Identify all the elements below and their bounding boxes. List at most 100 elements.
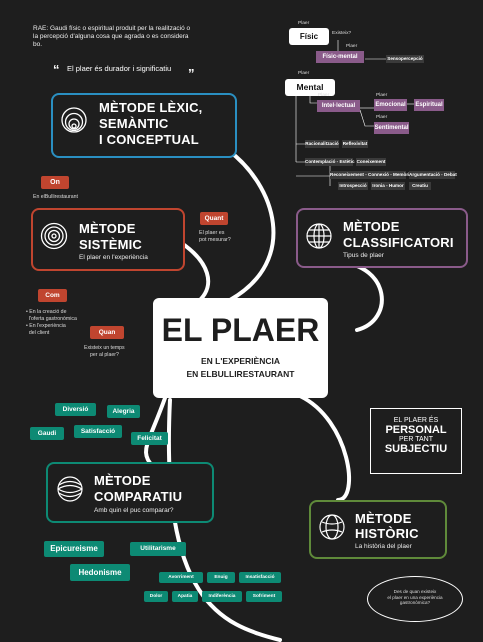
historic-question-bubble: Des de quan existeix el plaer en una exp… xyxy=(367,576,463,622)
link-historic xyxy=(298,394,351,502)
com-answer-4: del client xyxy=(26,330,50,336)
personal-box: EL PLAER ÉS PERSONAL PER TANT SUBJECTIU xyxy=(370,408,462,474)
mm-fisic-mental: Físic-mental xyxy=(316,51,364,63)
compare-insatisfaccio: Insatisfacció xyxy=(239,572,281,583)
mm-introspeccio: Introspecció xyxy=(338,182,368,190)
definition-text: RAE: Gaudi físic o espiritual produit pe… xyxy=(33,25,191,49)
mm-argumentacio: Argumentació - Debat xyxy=(409,171,457,179)
comparatiu-subtitle: Amb quin el puc comparar? xyxy=(94,507,174,514)
method-lexic-card: MÈTODE LÈXIC, SEMÀNTIC I CONCEPTUAL xyxy=(51,93,237,158)
center-subtitle-1: EN L'EXPERIÈNCIA xyxy=(200,356,280,366)
mm-ironia: Ironia - Humor xyxy=(371,182,405,190)
personal-line1: EL PLAER ÉS xyxy=(393,417,439,424)
compare-apatia: Apatia xyxy=(172,591,198,602)
center-subtitle-2: EN ELBULLIRESTAURANT xyxy=(186,369,295,379)
quote-close: ” xyxy=(188,66,195,81)
mm-sensopercepcio: Sensopercepció xyxy=(386,55,424,63)
center-card: EL PLAER EN L'EXPERIÈNCIA EN ELBULLIREST… xyxy=(153,298,328,398)
mm-plaer-label-6: Plaer xyxy=(376,115,388,120)
mm-plaer-label-5: Plaer xyxy=(376,93,388,98)
comparatiu-title-1: MÈTODE xyxy=(94,473,151,488)
mm-mental-box: Mental xyxy=(285,79,335,96)
quan-answer-1: Existeix un temps xyxy=(84,345,125,351)
personal-line4: SUBJECTIU xyxy=(384,443,448,455)
mm-intel-lectual: Intel·lectual xyxy=(317,100,360,112)
mm-fisic-box: Físic xyxy=(289,28,329,45)
on-tag: On xyxy=(41,176,69,189)
compare-epicureisme: Epicureisme xyxy=(44,541,104,557)
method-classificatori-card: MÈTODE CLASSIFICATORI Tipus de plaer xyxy=(296,208,468,268)
quant-answer-2: pot mesurar? xyxy=(199,237,231,243)
personal-line3: PER TANT xyxy=(399,436,433,443)
method-historic-card: MÈTODE HISTÒRIC La història del plaer xyxy=(309,500,447,559)
compare-sofriment: Sofriment xyxy=(246,591,282,602)
quan-tag: Quan xyxy=(90,326,124,339)
historic-subtitle: La història del plaer xyxy=(355,543,412,550)
sistemic-title-2: SISTÈMIC xyxy=(79,237,142,252)
quan-answer-2: per al plaer? xyxy=(90,352,119,358)
link-classificatori xyxy=(336,260,384,332)
compare-avorriment: Avorriment xyxy=(159,572,203,583)
classificatori-title-2: CLASSIFICATORI xyxy=(343,235,454,250)
mm-emocional: Emocional xyxy=(374,99,407,111)
quote-text: El plaer és durador i significatiu xyxy=(67,64,172,73)
compare-enuig: Enuig xyxy=(207,572,235,583)
quant-answer-1: El plaer es xyxy=(199,230,225,236)
synonym-alegria: Alegria xyxy=(107,405,140,418)
lexic-spiral-icon xyxy=(61,107,87,133)
historic-title-2: HISTÒRIC xyxy=(355,526,419,541)
lexic-title-3: I CONCEPTUAL xyxy=(99,132,199,147)
mm-plaer-label-2: Plaer xyxy=(346,44,358,49)
historic-question-1: Des de quan existeix xyxy=(393,589,437,594)
mm-contemplacio: Contemplació - Estètic xyxy=(305,158,355,166)
comparatiu-sphere-icon xyxy=(57,476,83,502)
on-answer: En elBullirestaurant xyxy=(33,194,78,200)
method-sistemic-card: MÈTODE SISTÈMIC El plaer en l'experiènci… xyxy=(31,208,185,271)
mm-existeix-label: Existeix? xyxy=(332,31,352,36)
classificatori-subtitle: Tipus de plaer xyxy=(343,252,384,259)
sistemic-subtitle: El plaer en l'experiència xyxy=(79,254,148,261)
com-tag: Com xyxy=(38,289,67,302)
com-answer-3: • En l'experiència xyxy=(26,323,66,329)
mm-espiritual: Espiritual xyxy=(414,99,444,111)
historic-question-2: el plaer en una experiència xyxy=(387,594,443,600)
center-title: EL PLAER xyxy=(161,312,320,348)
mm-racionalitzacio: Racionalització xyxy=(305,140,339,148)
classificatori-title-1: MÈTODE xyxy=(343,219,400,234)
compare-indiferencia: Indiferència xyxy=(202,591,242,602)
compare-hedonisme: Hedonisme xyxy=(70,564,130,581)
synonym-satisfaccio: Satisfacció xyxy=(74,425,122,438)
mm-reconeixement: Reconeixement - Connexió - Memòria xyxy=(330,171,412,179)
synonym-diversio: Diversió xyxy=(55,403,96,416)
com-answer-1: • En la creació de xyxy=(26,309,67,315)
comparatiu-title-2: COMPARATIU xyxy=(94,489,183,504)
link-sistemic xyxy=(178,240,211,302)
historic-title-1: MÈTODE xyxy=(355,511,412,526)
com-answer-2: l'oferta gastronòmica xyxy=(26,316,77,322)
historic-globe-icon xyxy=(319,514,345,540)
compare-utilitarisme: Utilitarisme xyxy=(130,542,186,556)
mm-coneixement: Coneixement xyxy=(356,158,386,166)
classificatori-globe-icon xyxy=(306,223,332,249)
synonym-felicitat: Felicitat xyxy=(131,432,168,445)
mm-plaer-label-1: Plaer xyxy=(298,21,310,26)
link-lexic xyxy=(226,148,276,302)
mm-plaer-label-4: Plaer xyxy=(318,93,330,98)
synonym-gaudi: Gaudi xyxy=(30,427,64,440)
method-comparatiu-card: MÈTODE COMPARATIU Amb quin el puc compar… xyxy=(46,462,214,523)
personal-line2: PERSONAL xyxy=(385,424,447,436)
link-comparatiu xyxy=(144,396,167,465)
sistemic-title-1: MÈTODE xyxy=(79,221,136,236)
mm-sentimental: Sentimental xyxy=(374,122,409,134)
mm-plaer-label-3: Plaer xyxy=(298,71,310,76)
mm-link-mental xyxy=(309,95,317,104)
quote-open: “ xyxy=(53,62,60,77)
mm-reflexivitat: Reflexivitat xyxy=(342,140,368,148)
lexic-title-2: SEMÀNTIC xyxy=(99,116,169,131)
compare-dolor: Dolor xyxy=(144,591,168,602)
lexic-title-1: MÈTODE LÈXIC, xyxy=(99,100,203,115)
historic-question-3: gastronòmica? xyxy=(399,600,431,605)
mm-link-tree xyxy=(295,95,331,186)
sistemic-target-icon xyxy=(40,222,68,250)
mm-creatiu: Creatiu xyxy=(409,182,431,190)
